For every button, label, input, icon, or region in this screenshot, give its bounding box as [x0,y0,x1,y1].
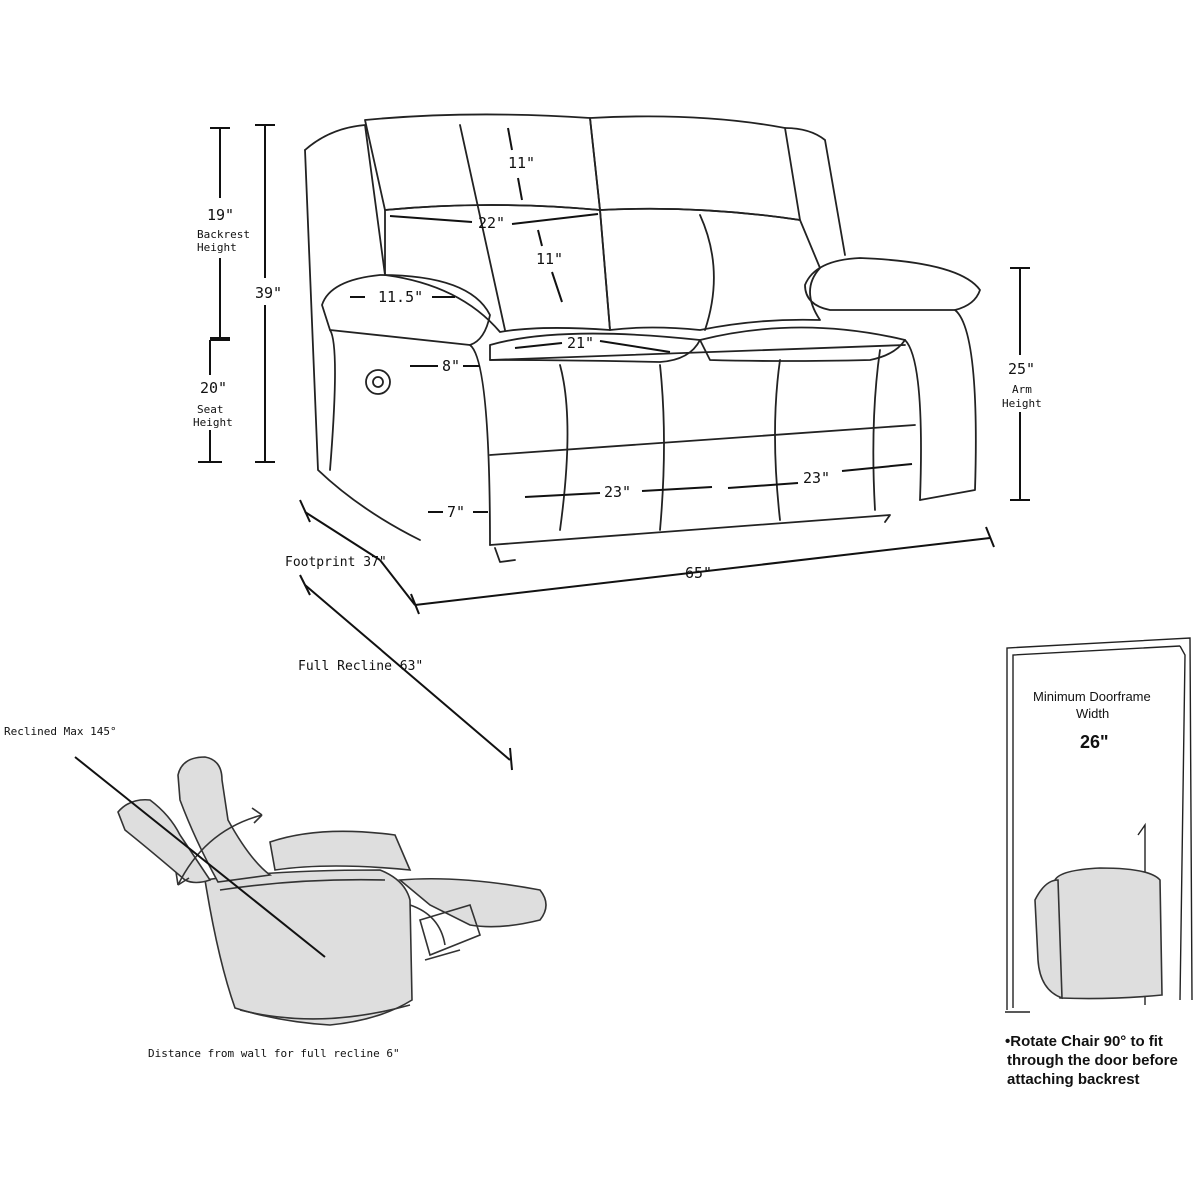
total-width-label: 65" [685,564,712,582]
seat-width-right-label: 23" [803,469,830,487]
seat-width-left-label: 23" [604,483,631,501]
backrest-lower-depth-label: 11" [536,250,563,268]
doorframe-inset [1005,637,1193,1013]
sofa-dimension-labels: 19" Backrest Height 39" 20" Seat Height … [193,154,1042,674]
arm-width-label: 11.5" [378,288,423,306]
backrest-width-label: 22" [478,214,505,232]
loveseat-drawing [304,113,981,563]
backrest-top-depth-label: 11" [508,154,535,172]
backrest-upper-height-label: 19" [207,206,234,224]
rotate-note-line1: •Rotate Chair 90° to fit [1005,1033,1163,1050]
arm-depth-label: 8" [442,357,460,375]
backrest-height-caption: Backrest [197,228,250,241]
seat-depth-label: 21" [567,334,594,352]
seat-height-label: 20" [200,379,227,397]
full-recline-label: Full Recline 63" [298,659,423,674]
seat-height-caption-2: Height [193,416,233,429]
rotate-note-line2: through the door before [1007,1052,1178,1069]
arm-height-caption: Arm [1012,383,1032,396]
doorframe-title-line1: Minimum Doorframe [1033,689,1151,704]
base-height-label: 7" [447,503,465,521]
doorframe-title-line2: Width [1076,706,1109,721]
footprint-label: Footprint 37" [285,555,387,570]
arm-height-caption-2: Height [1002,397,1042,410]
doorframe-width-label: 26" [1080,732,1109,752]
wall-distance-label: Distance from wall for full recline 6" [148,1047,400,1060]
recliner-side-view [74,756,547,1026]
dimension-lines [198,124,1030,771]
arm-height-label: 25" [1008,360,1035,378]
rotate-note-line3: attaching backrest [1007,1071,1140,1088]
seat-height-caption: Seat [197,403,224,416]
total-height-label: 39" [255,284,282,302]
backrest-height-caption-2: Height [197,241,237,254]
reclined-max-label: Reclined Max 145° [4,725,117,738]
